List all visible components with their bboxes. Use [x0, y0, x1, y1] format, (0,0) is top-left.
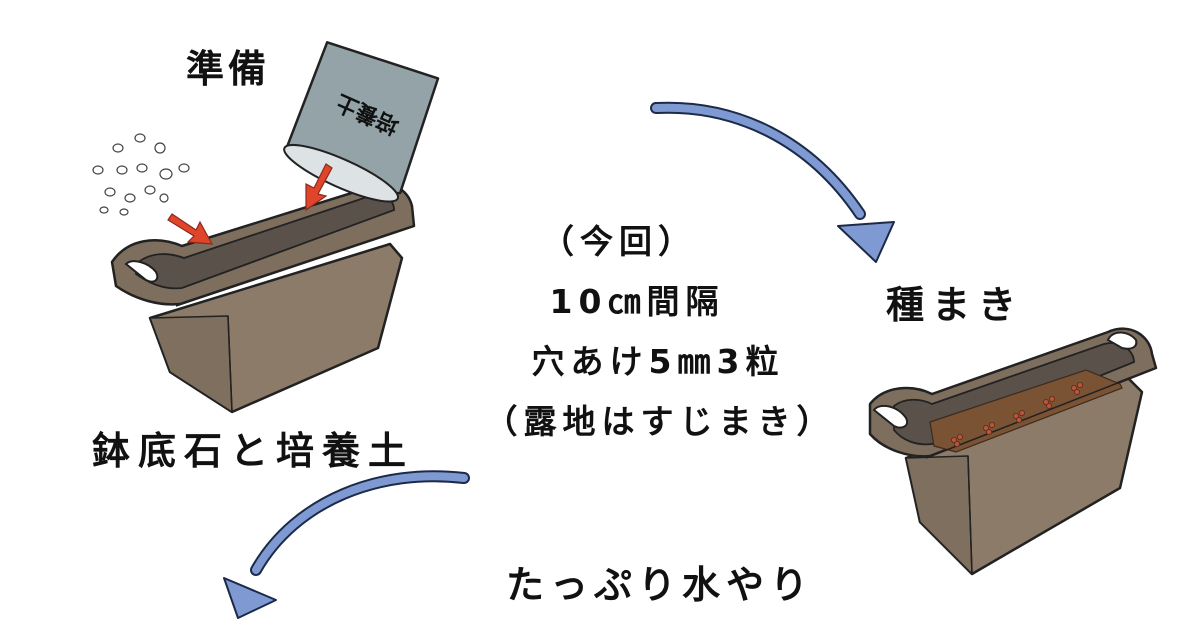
step-label-watering: たっぷり水やり — [506, 563, 815, 607]
note-line: 10㎝間隔 — [549, 282, 725, 321]
red-arrow-icon — [167, 163, 333, 245]
note-line: （今回） — [541, 222, 697, 261]
sowing-note: （今回） 10㎝間隔 穴あけ5㎜3粒 （露地はすじまき） — [478, 214, 878, 454]
planter-front-face — [149, 315, 233, 413]
flow-arrow-icon — [223, 470, 470, 619]
step-label-sowing: 種まき — [886, 283, 1025, 327]
note-line: （露地はすじまき） — [484, 402, 836, 441]
note-line: 穴あけ5㎜3粒 — [531, 342, 785, 381]
bag-opening — [283, 143, 400, 203]
planter-handle — [872, 404, 908, 429]
planter-front-face — [905, 455, 973, 575]
planter-icon — [110, 183, 416, 414]
planter-handle — [124, 260, 159, 283]
planter-handle — [1106, 331, 1138, 350]
seed-icon — [951, 381, 1084, 447]
pebbles-icon — [92, 133, 190, 216]
soil-bag-icon: 培養土 — [283, 41, 440, 203]
flow-arrow-icon — [650, 101, 895, 263]
step-label-base: 鉢底石と培養土 — [92, 429, 415, 473]
step-label-prep: 準備 — [186, 47, 271, 91]
planter-icon — [868, 327, 1158, 576]
